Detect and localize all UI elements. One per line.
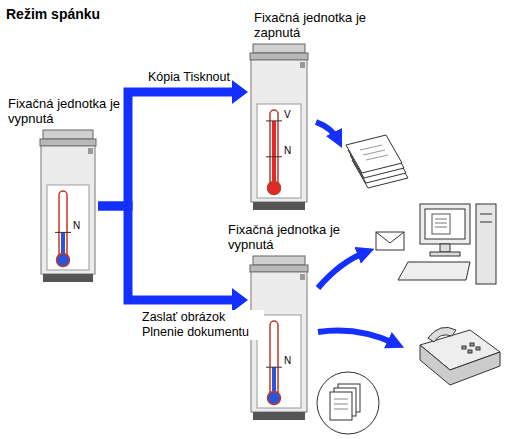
fax-icon [420, 327, 500, 385]
node-heading: Fixačná jednotka je vypnutá [228, 222, 340, 252]
output-arrow [318, 252, 366, 288]
edge-label: Kópia Tisknout [146, 70, 232, 85]
level-mark: N [284, 145, 291, 156]
computer-icon [398, 204, 496, 284]
document-storage-icon [317, 372, 379, 434]
paper-stack [346, 135, 408, 188]
level-mark: N [73, 220, 80, 231]
level-mark: N [284, 355, 291, 366]
level-mark: V [284, 109, 291, 120]
edge-label: Zaslať obrázok Plnenie dokumentu [140, 310, 264, 340]
node-heading: Fixačná jednotka je vypnutá [8, 96, 120, 126]
output-arrow [318, 331, 396, 345]
printer-icon [248, 44, 310, 210]
printer-node: Fixačná jednotka je vypnutá [38, 130, 98, 282]
envelope-icon [376, 232, 404, 250]
printer-node: Fixačná jednotka je zapnutá [248, 44, 310, 210]
printer-icon [38, 130, 98, 282]
flow-arrow [98, 206, 248, 312]
flow-arrow [98, 80, 248, 206]
diagram-title: Režim spánku [6, 6, 100, 22]
output-arrow [316, 122, 338, 140]
node-heading: Fixačná jednotka je zapnutá [254, 10, 366, 40]
